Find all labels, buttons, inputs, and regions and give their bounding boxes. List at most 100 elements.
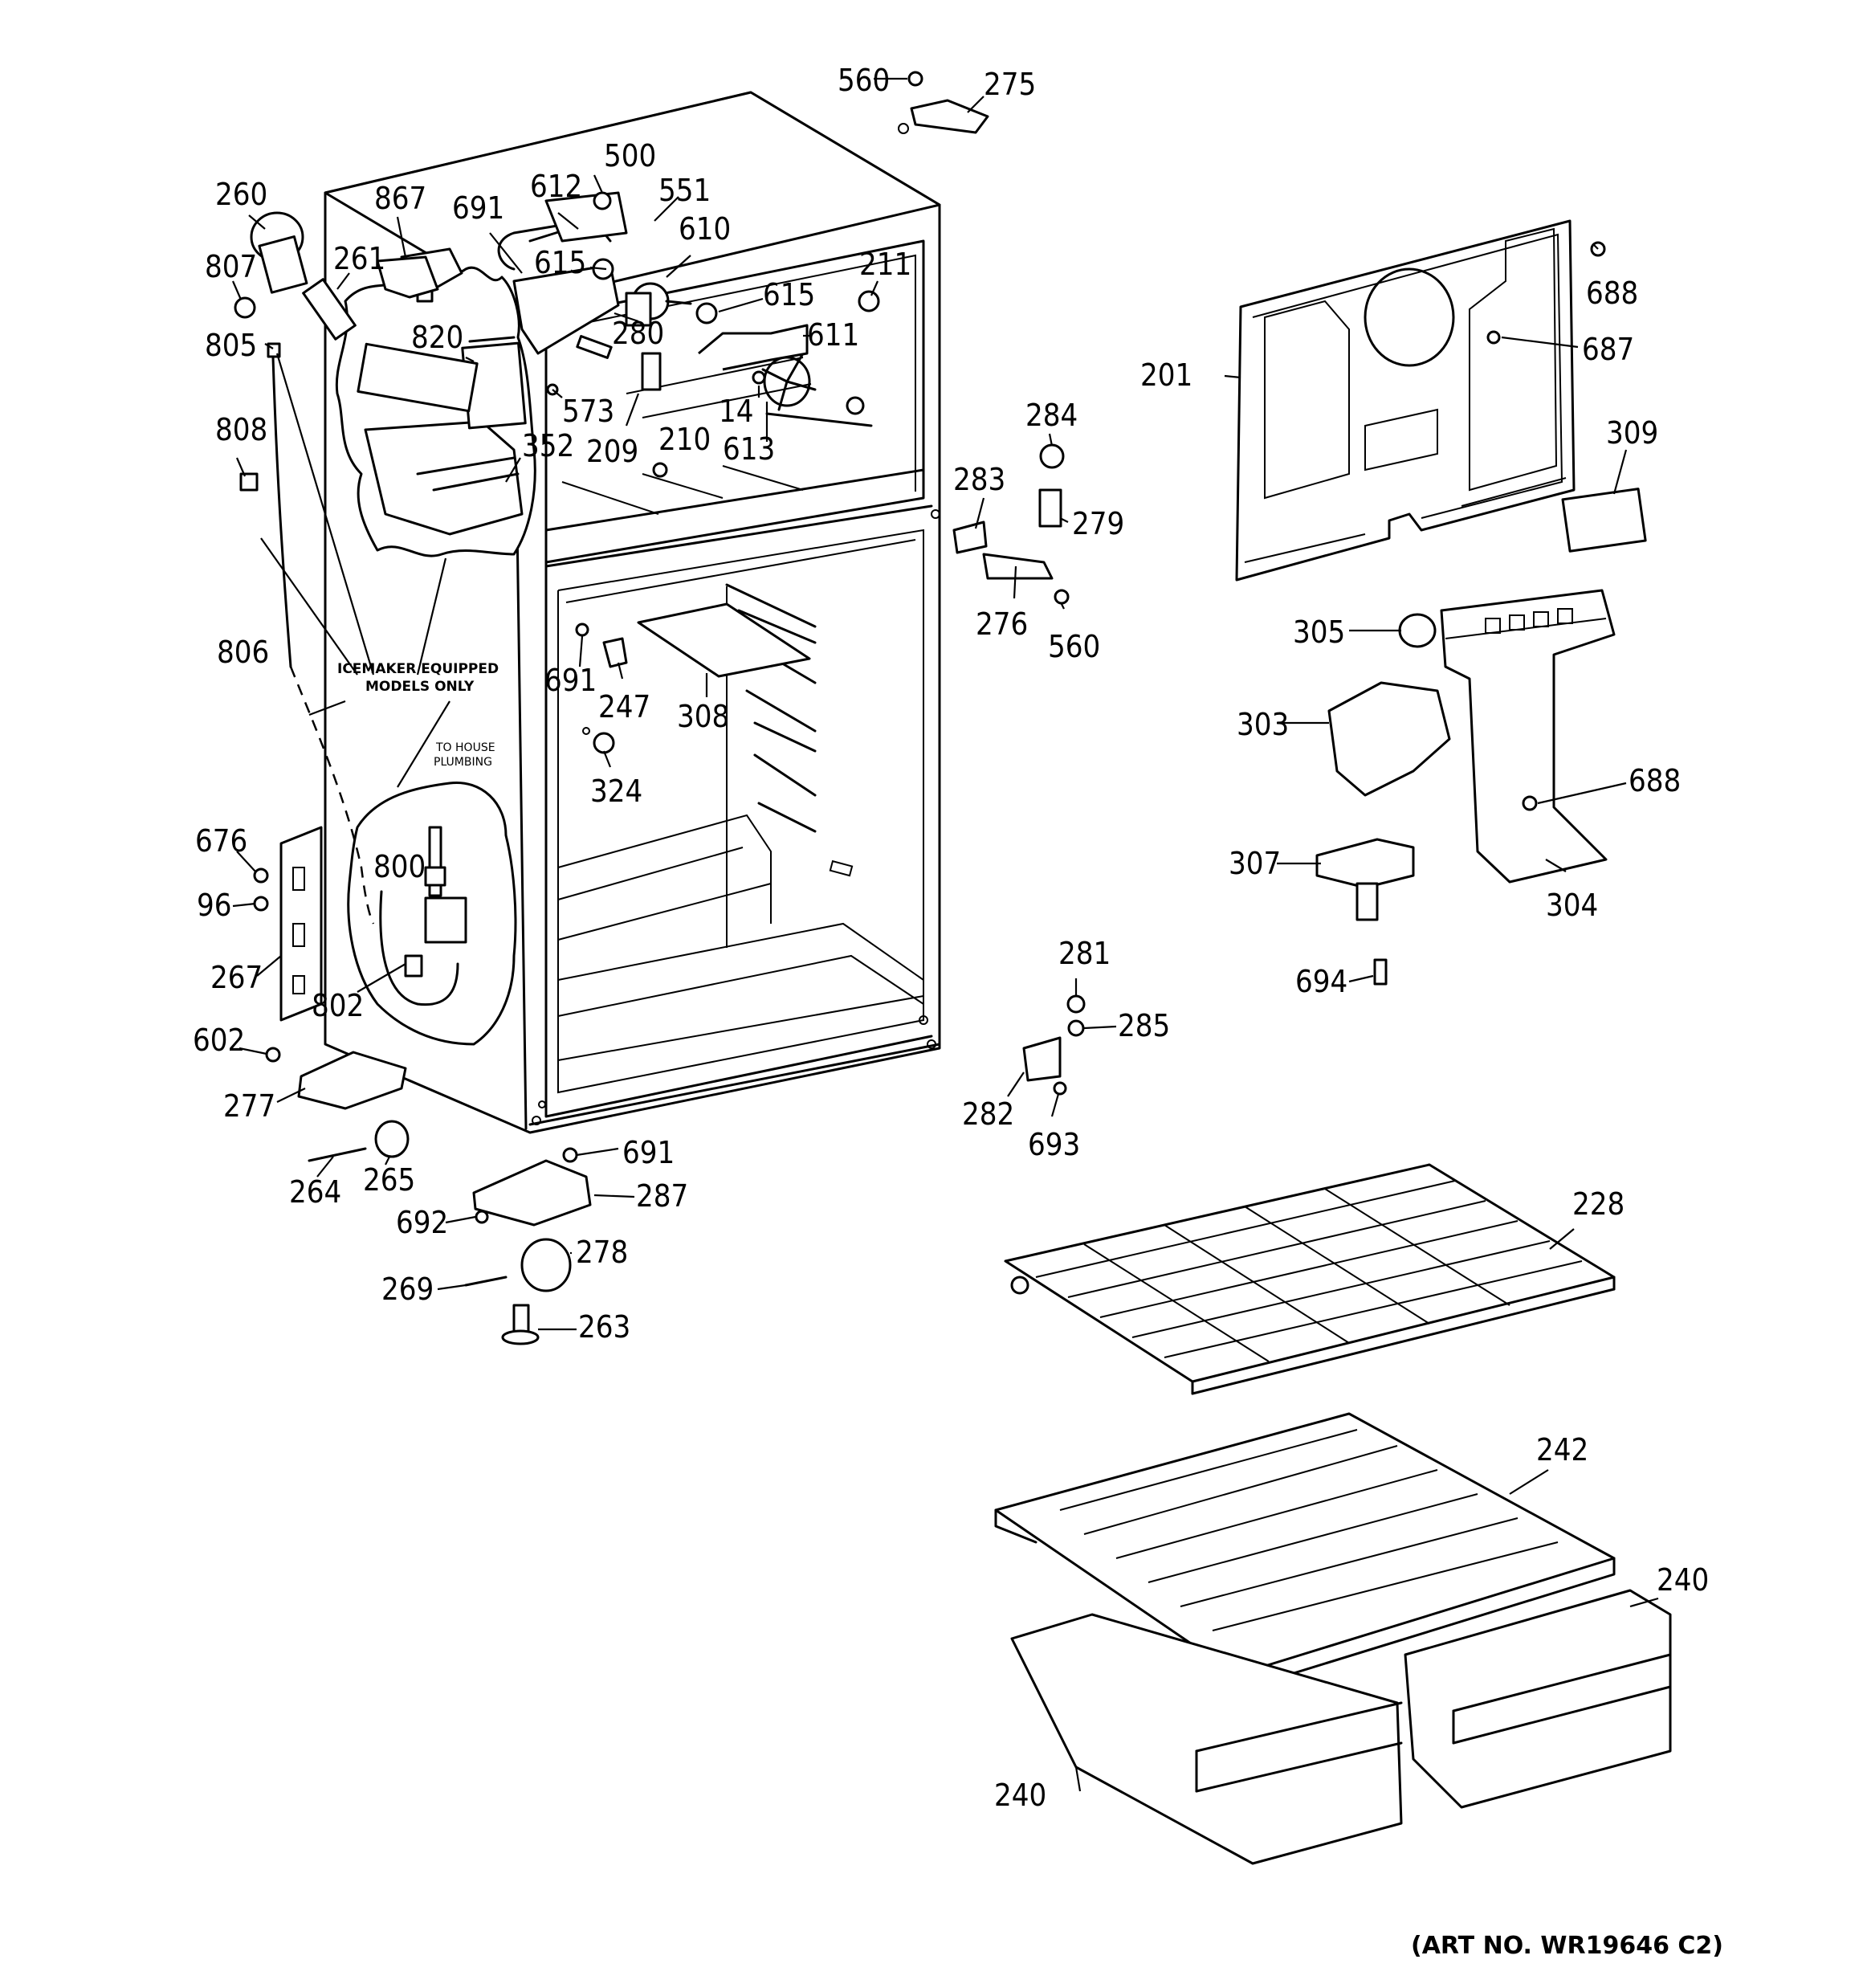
callout-282: 282 xyxy=(962,1096,1014,1132)
art-number: (ART NO. WR19646 C2) xyxy=(1411,1932,1723,1960)
callout-305: 305 xyxy=(1293,614,1345,650)
callout-602: 602 xyxy=(193,1023,245,1058)
callout-287: 287 xyxy=(636,1178,688,1214)
callout-560: 560 xyxy=(1048,629,1100,664)
callout-278: 278 xyxy=(576,1235,628,1270)
callout-615: 615 xyxy=(763,277,815,312)
label-309 xyxy=(1561,488,1647,553)
callout-807: 807 xyxy=(205,249,257,284)
center-hinge xyxy=(952,443,1070,605)
right-small-screws xyxy=(1486,241,1606,345)
damper-base xyxy=(1315,838,1415,986)
duct-louvres xyxy=(1485,608,1573,634)
callout-261: 261 xyxy=(333,241,385,276)
callout-691: 691 xyxy=(452,190,504,226)
callout-265: 265 xyxy=(363,1162,415,1198)
fill-tube-clip xyxy=(376,255,439,299)
top-hinge xyxy=(907,71,989,134)
callout-303: 303 xyxy=(1237,707,1289,742)
callout-693: 693 xyxy=(1028,1127,1080,1162)
callout-820: 820 xyxy=(411,320,463,355)
callout-280: 280 xyxy=(612,316,664,351)
callout-307: 307 xyxy=(1229,846,1281,881)
callout-247: 247 xyxy=(598,689,650,725)
icemaker-note-line1: ICEMAKER EQUIPPED xyxy=(337,661,499,677)
callout-269: 269 xyxy=(381,1272,434,1307)
callout-573: 573 xyxy=(562,394,614,429)
damper-control xyxy=(625,282,692,327)
callout-676: 676 xyxy=(195,823,247,859)
callout-692: 692 xyxy=(396,1205,448,1240)
left-screws xyxy=(253,867,578,1224)
callout-802: 802 xyxy=(312,988,364,1023)
callout-613: 613 xyxy=(723,431,775,467)
callout-611: 611 xyxy=(807,317,859,353)
callout-284: 284 xyxy=(1025,398,1078,433)
callout-324: 324 xyxy=(590,774,642,809)
leveling-bracket xyxy=(472,1159,592,1227)
callout-267: 267 xyxy=(210,960,263,995)
bottom-hinge xyxy=(1022,994,1086,1096)
callout-242: 242 xyxy=(1536,1432,1588,1468)
valve-assembly xyxy=(379,826,467,1006)
fan-shroud xyxy=(1398,589,1616,884)
callout-240: 240 xyxy=(1657,1562,1709,1598)
callout-14: 14 xyxy=(719,394,754,429)
note-arrows xyxy=(260,353,450,788)
callout-264: 264 xyxy=(289,1174,341,1210)
callout-209: 209 xyxy=(586,434,638,469)
callout-260: 260 xyxy=(215,177,267,212)
crisper-pan-left xyxy=(1010,1613,1403,1865)
callout-612: 612 xyxy=(530,169,582,204)
callout-211: 211 xyxy=(859,247,911,282)
callout-283: 283 xyxy=(953,462,1005,497)
icemaker-assembly xyxy=(357,336,527,430)
leader-lines xyxy=(231,77,1659,1792)
callout-805: 805 xyxy=(205,328,257,363)
callout-275: 275 xyxy=(984,67,1036,102)
callout-277: 277 xyxy=(223,1088,275,1124)
roller-bracket xyxy=(297,1051,407,1110)
damper-housing xyxy=(1327,681,1451,797)
callout-308: 308 xyxy=(677,699,729,734)
plumbing-note-line2: PLUMBING xyxy=(434,756,492,769)
plumbing-note-line1: TO HOUSE xyxy=(435,741,495,754)
callout-281: 281 xyxy=(1058,936,1111,971)
evaporator-cover xyxy=(1235,219,1576,582)
callout-96: 96 xyxy=(197,888,232,923)
callout-867: 867 xyxy=(374,181,426,216)
fan-bracket xyxy=(698,324,809,371)
callout-201: 201 xyxy=(1140,357,1192,393)
callout-352: 352 xyxy=(522,428,574,463)
callout-687: 687 xyxy=(1582,332,1634,367)
fill-tube xyxy=(302,278,357,341)
callout-240: 240 xyxy=(994,1778,1046,1813)
callout-806: 806 xyxy=(217,635,269,670)
crisper-cover xyxy=(994,1412,1616,1692)
small-parts-freezer xyxy=(544,191,880,478)
callout-304: 304 xyxy=(1546,888,1598,923)
callout-800: 800 xyxy=(373,849,426,884)
callout-560: 560 xyxy=(838,63,890,98)
crisper-pan-right xyxy=(1404,1589,1672,1809)
front-roller xyxy=(464,1238,572,1345)
callout-279: 279 xyxy=(1072,506,1124,541)
callout-688: 688 xyxy=(1586,276,1638,311)
callout-551: 551 xyxy=(658,173,711,208)
callout-691: 691 xyxy=(544,663,597,698)
callout-688: 688 xyxy=(1629,763,1681,798)
callout-615: 615 xyxy=(534,245,586,280)
icemaker-note-line2: MODELS ONLY xyxy=(365,679,475,695)
cover-ribs xyxy=(1059,1429,1559,1631)
callout-691: 691 xyxy=(622,1135,675,1170)
wire-shelf xyxy=(1004,1163,1616,1395)
shelf-wires xyxy=(1035,1180,1583,1362)
callout-210: 210 xyxy=(658,422,711,457)
shelf-308 xyxy=(637,602,811,678)
callout-285: 285 xyxy=(1118,1008,1170,1043)
side-bracket xyxy=(279,826,323,1022)
callout-808: 808 xyxy=(215,412,267,447)
callout-276: 276 xyxy=(976,606,1028,642)
callout-309: 309 xyxy=(1606,415,1658,451)
